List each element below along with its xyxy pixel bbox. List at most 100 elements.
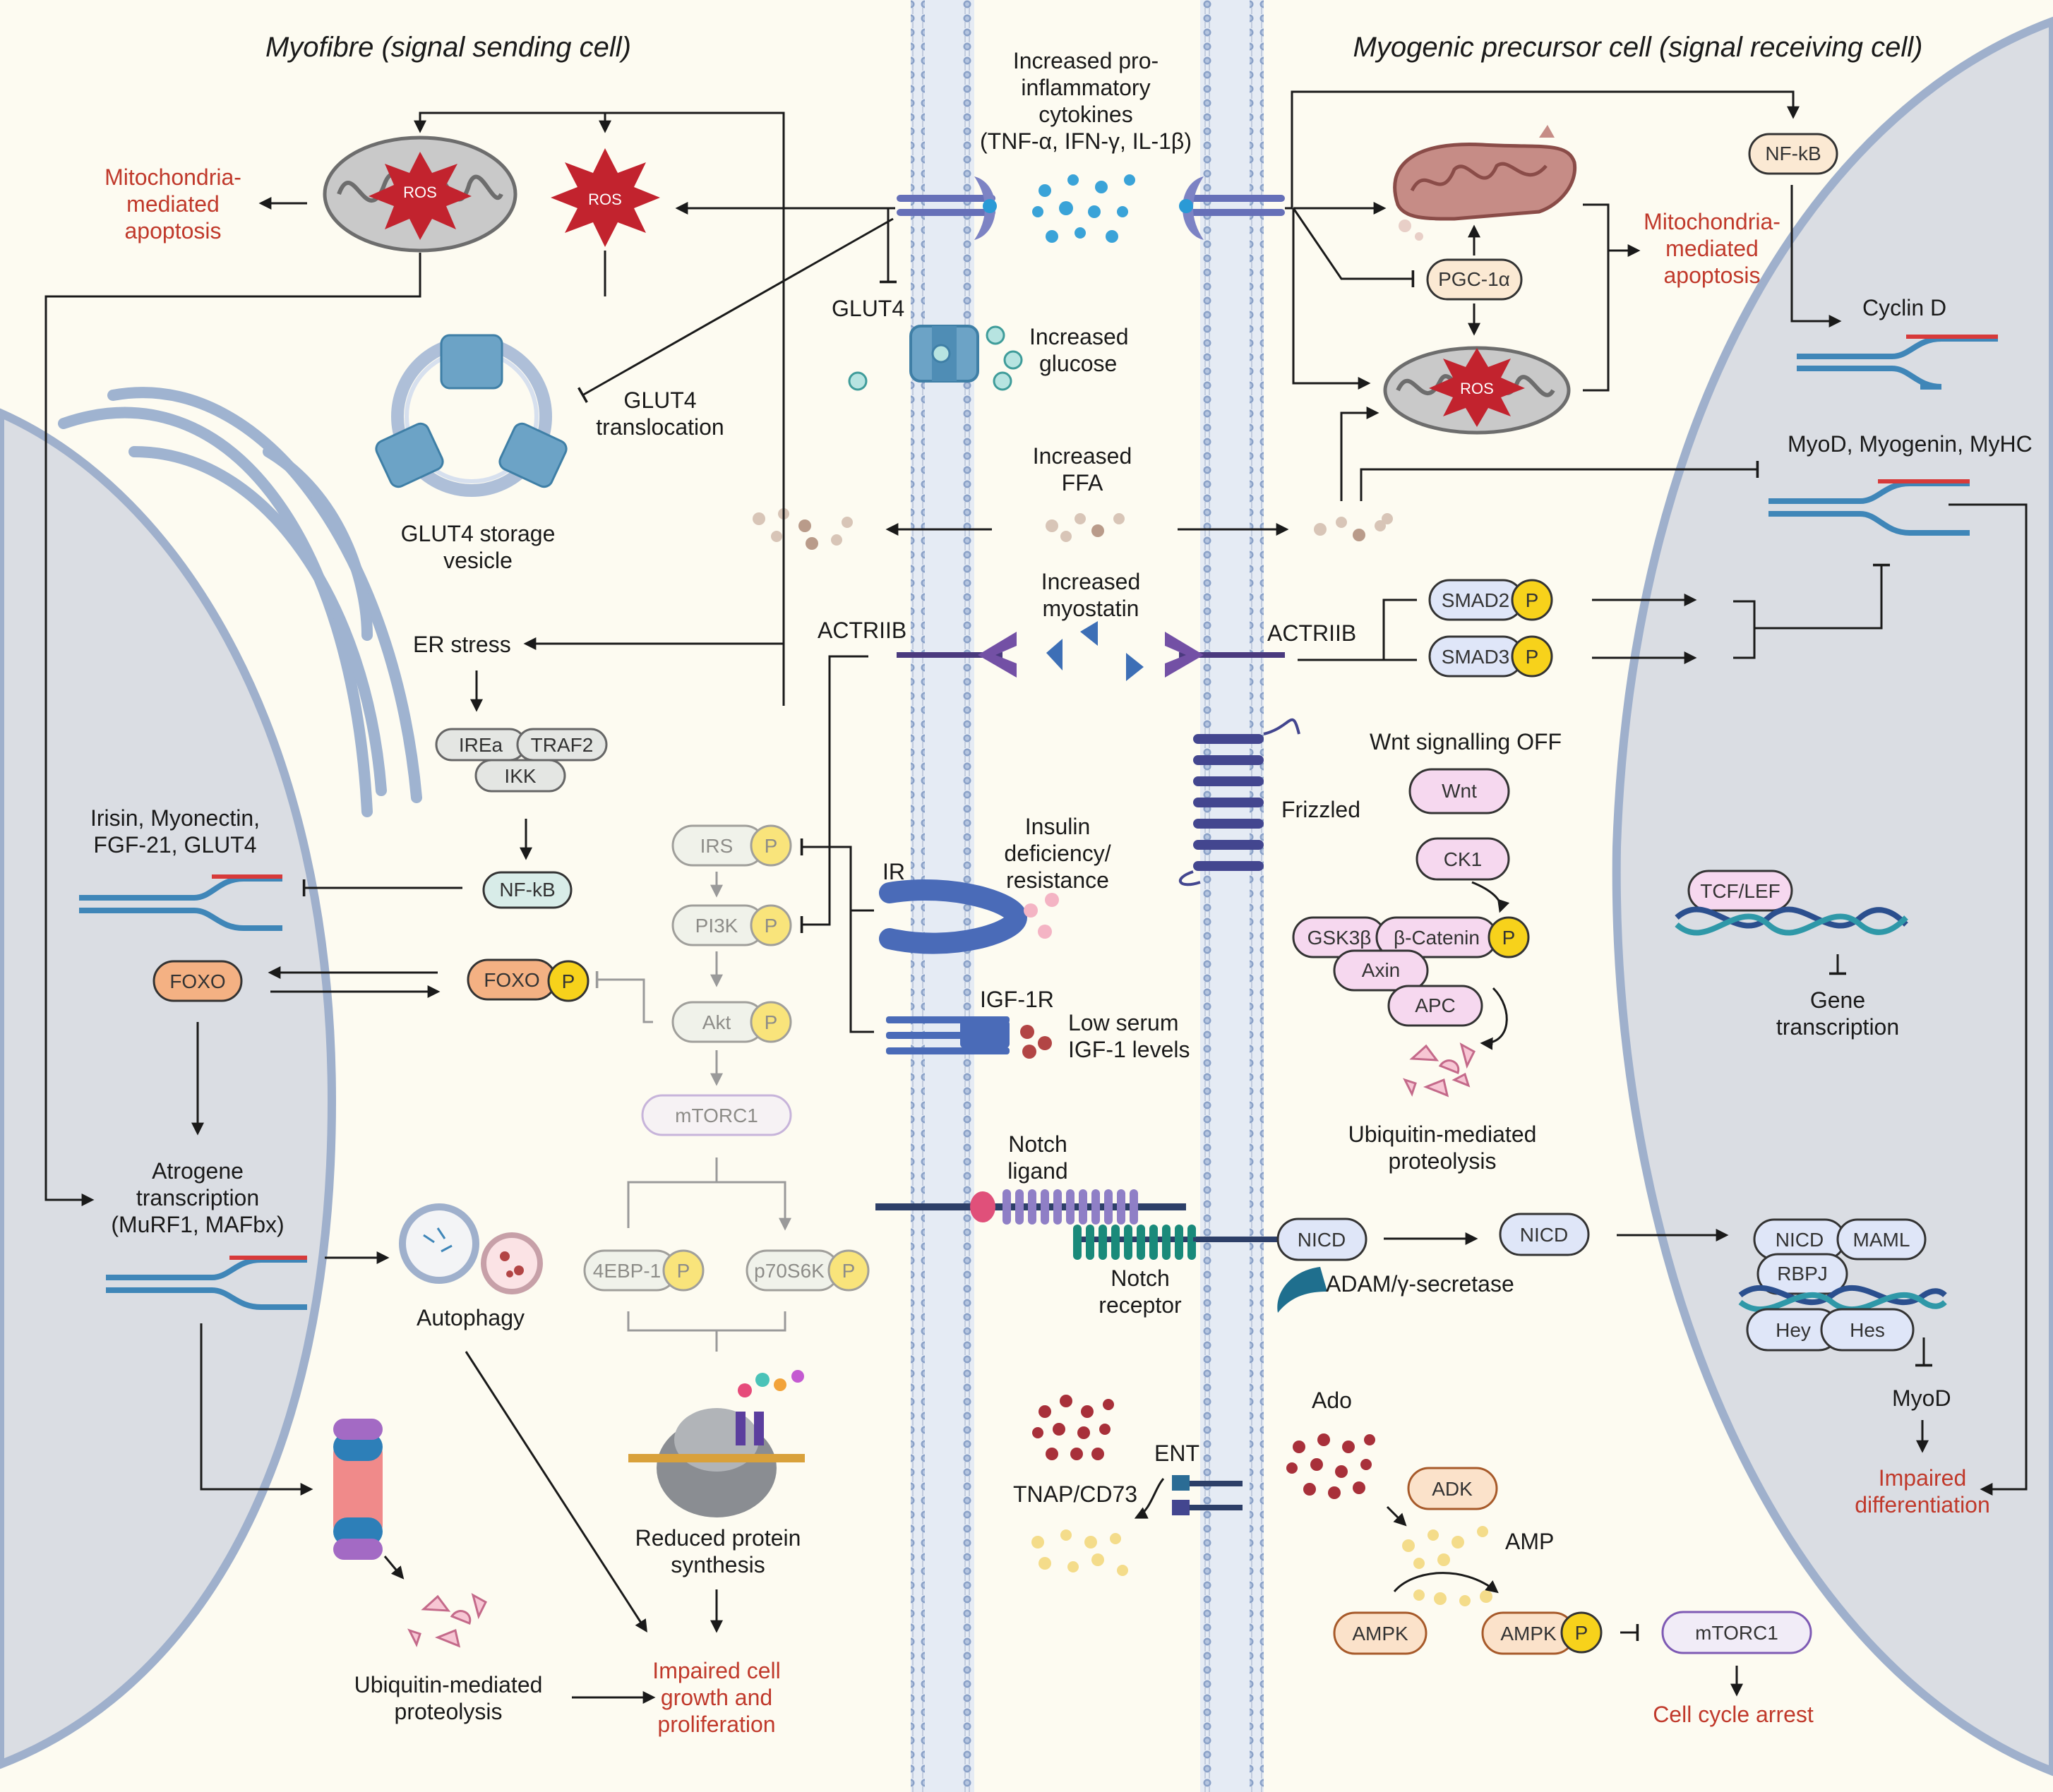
insulin-receptor-icon <box>879 879 1059 954</box>
svg-text:P: P <box>765 835 778 857</box>
svg-text:Irisin, Myonectin,: Irisin, Myonectin, <box>90 805 260 831</box>
tnap-label: TNAP/CD73 <box>1013 1481 1137 1507</box>
atrogene-label: Atrogene transcription (MuRF1, MAFbx) <box>111 1158 284 1237</box>
precursor-nucleus <box>1612 16 2053 1776</box>
svg-text:FGF-21, GLUT4: FGF-21, GLUT4 <box>93 832 256 858</box>
svg-text:Increased pro-: Increased pro- <box>1013 48 1159 73</box>
svg-text:NF-kB: NF-kB <box>499 879 555 901</box>
svg-text:P: P <box>677 1260 690 1282</box>
er-stress-label: ER stress <box>413 632 511 657</box>
svg-text:Akt: Akt <box>702 1011 731 1033</box>
svg-text:mediated: mediated <box>126 191 220 217</box>
irea-traf2-ikk-complex: IREa TRAF2 IKK <box>435 728 608 793</box>
svg-text:Atrogene: Atrogene <box>152 1158 244 1184</box>
cell-cycle-arrest-label: Cell cycle arrest <box>1653 1702 1814 1727</box>
svg-text:FOXO: FOXO <box>169 970 225 992</box>
mito-apoptosis-left: Mitochondria- mediated apoptosis <box>104 164 241 243</box>
pathway-arrows <box>44 90 2028 1704</box>
svg-text:NICD: NICD <box>1298 1229 1346 1251</box>
myostatin-labels: Increased myostatin <box>1041 569 1141 621</box>
svg-text:APC: APC <box>1415 994 1456 1016</box>
mitochondrion-right-damaged-icon <box>1393 125 1577 241</box>
svg-text:P: P <box>1526 646 1539 668</box>
svg-text:Impaired cell: Impaired cell <box>652 1658 780 1683</box>
svg-text:SMAD3: SMAD3 <box>1442 646 1509 668</box>
reduced-protein-label: Reduced protein synthesis <box>635 1525 801 1577</box>
mitochondrion-left-icon: ROS <box>323 136 517 253</box>
svg-text:(MuRF1, MAFbx): (MuRF1, MAFbx) <box>111 1212 284 1237</box>
nicd-membrane-pill: NICD <box>1276 1217 1367 1261</box>
svg-text:CK1: CK1 <box>1444 848 1482 870</box>
svg-text:PI3K: PI3K <box>695 915 738 937</box>
mitochondrion-right-ros-icon: ROS <box>1383 346 1571 435</box>
ent-label: ENT <box>1154 1441 1199 1466</box>
nfkb-left-pill: NF-kB <box>482 871 573 909</box>
adam-label: ADAM/γ-secretase <box>1326 1271 1514 1297</box>
irs-pill: IRS P <box>671 824 792 867</box>
svg-text:transcription: transcription <box>1776 1014 1899 1040</box>
ado-label: Ado <box>1312 1388 1352 1413</box>
svg-text:Wnt: Wnt <box>1442 780 1477 802</box>
myofibre-nucleus <box>0 408 337 1769</box>
glucose-label-2: glucose <box>1039 351 1117 376</box>
amp-left-particles-icon <box>1031 1529 1128 1576</box>
svg-text:translocation: translocation <box>596 414 724 440</box>
pi3k-pill: PI3K P <box>671 904 792 946</box>
svg-text:GSK3β: GSK3β <box>1307 927 1372 949</box>
glut4-translocation-label: GLUT4 translocation <box>596 387 724 440</box>
svg-text:mTORC1: mTORC1 <box>1695 1622 1778 1644</box>
svg-text:FFA: FFA <box>1062 470 1103 495</box>
svg-text:Ubiquitin-mediated: Ubiquitin-mediated <box>354 1672 543 1697</box>
ir-label: IR <box>882 859 905 884</box>
akt-pill: Akt P <box>671 1001 792 1043</box>
svg-text:β-Catenin: β-Catenin <box>1394 927 1480 949</box>
svg-text:deficiency/: deficiency/ <box>1004 841 1111 866</box>
svg-text:Reduced protein: Reduced protein <box>635 1525 801 1551</box>
svg-text:Axin: Axin <box>1362 959 1400 981</box>
svg-text:GLUT4 storage: GLUT4 storage <box>401 521 556 546</box>
svg-text:vesicle: vesicle <box>443 548 513 573</box>
svg-text:proteolysis: proteolysis <box>395 1699 503 1724</box>
dna-myod-icon <box>1768 479 1970 536</box>
nicd-maml-rbpj-complex: NICD MAML RBPJ <box>1753 1218 1927 1295</box>
impaired-differentiation-label: Impaired differentiation <box>1855 1465 1990 1517</box>
svg-text:Impaired: Impaired <box>1879 1465 1967 1491</box>
svg-text:RBPJ: RBPJ <box>1777 1263 1828 1285</box>
svg-text:apoptosis: apoptosis <box>125 218 222 243</box>
svg-text:GLUT4: GLUT4 <box>623 387 696 413</box>
svg-text:FOXO: FOXO <box>484 969 539 991</box>
svg-text:NICD: NICD <box>1520 1224 1568 1246</box>
svg-text:cytokines: cytokines <box>1039 102 1132 127</box>
smad3-pill: SMAD3 P <box>1428 635 1553 678</box>
svg-text:IGF-1 levels: IGF-1 levels <box>1068 1037 1190 1062</box>
svg-text:receptor: receptor <box>1099 1292 1182 1318</box>
svg-text:Notch: Notch <box>1008 1131 1067 1157</box>
proteolysis-fragments-left-icon <box>407 1592 487 1648</box>
svg-text:TCF/LEF: TCF/LEF <box>1700 880 1780 902</box>
adenosine-right-particles-icon <box>1286 1433 1375 1499</box>
cytokine-labels: Increased pro- inflammatory cytokines (T… <box>980 48 1192 154</box>
cytokine-receptor-right-icon <box>1179 176 1285 240</box>
right-membrane <box>1200 0 1264 1792</box>
svg-text:Insulin: Insulin <box>1025 814 1091 839</box>
gene-transcription-label: Gene transcription <box>1776 987 1899 1040</box>
svg-text:ligand: ligand <box>1007 1158 1067 1184</box>
svg-text:mediated: mediated <box>1665 236 1759 261</box>
nicd-cytoplasm-pill: NICD <box>1499 1213 1590 1256</box>
svg-text:P: P <box>842 1260 856 1282</box>
nfkb-right-pill: NF-kB <box>1748 133 1838 175</box>
svg-text:SMAD2: SMAD2 <box>1442 589 1509 611</box>
svg-text:AMPK: AMPK <box>1352 1623 1408 1644</box>
actriib-left-label: ACTRIIB <box>818 618 906 643</box>
proteolysis-right-label: Ubiquitin-mediated proteolysis <box>1348 1121 1537 1174</box>
dna-atrogene-icon <box>106 1256 307 1310</box>
svg-text:P: P <box>765 1011 778 1033</box>
svg-text:Hes: Hes <box>1850 1319 1885 1341</box>
adk-pill: ADK <box>1407 1467 1498 1510</box>
e4bp1-pill: 4EBP-1 P <box>583 1249 705 1292</box>
svg-text:Gene: Gene <box>1810 987 1865 1013</box>
dna-irisin-icon <box>79 874 282 931</box>
notch-ligand-label: Notch ligand <box>1007 1131 1067 1184</box>
amp-label: AMP <box>1505 1529 1554 1554</box>
